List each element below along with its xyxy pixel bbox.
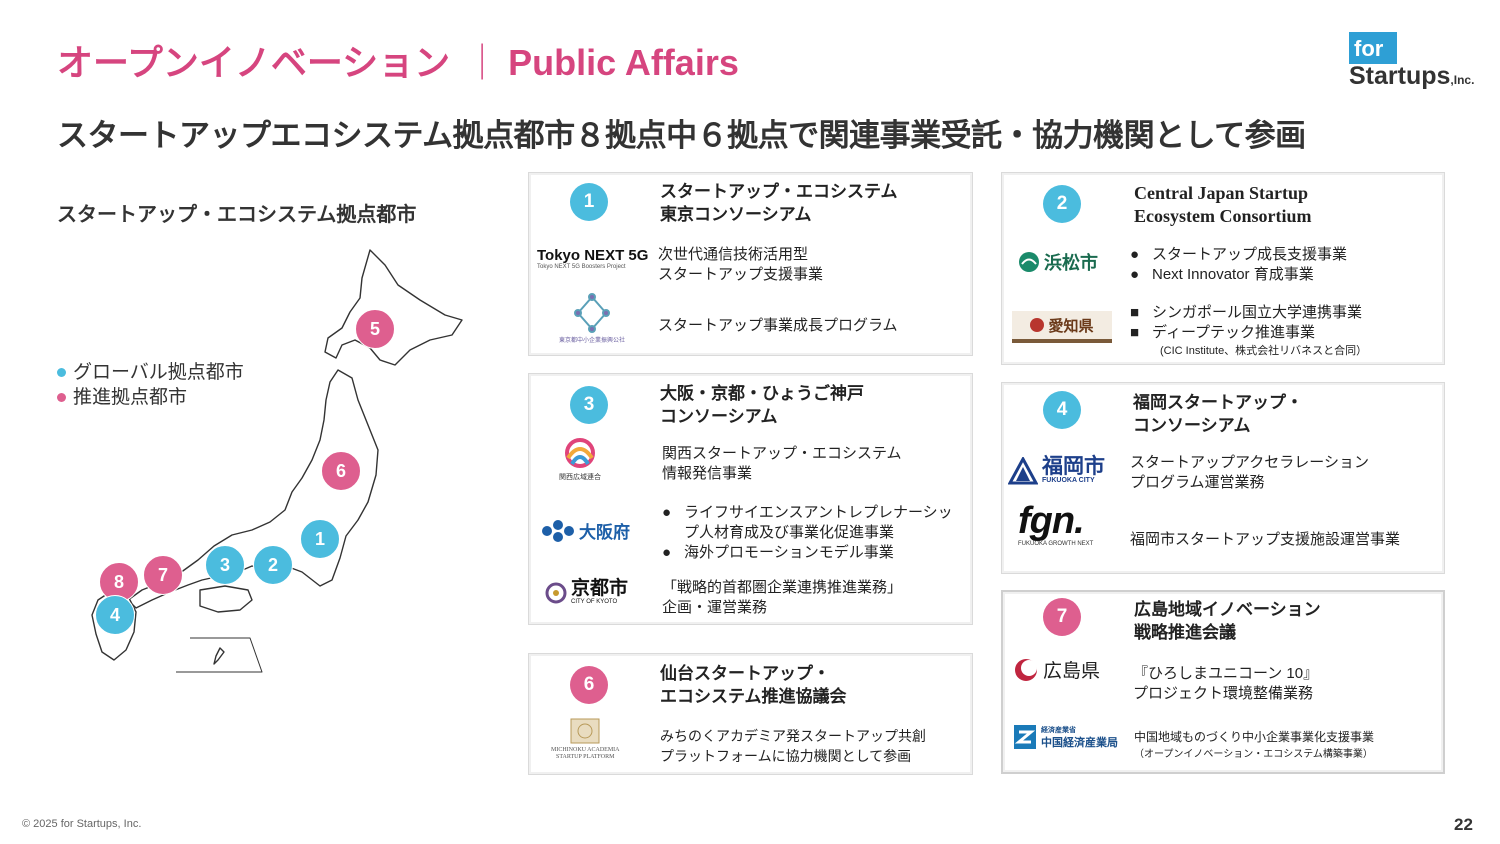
kansai-union-logo: 関西広域連合: [559, 436, 601, 482]
card-title: 福岡スタートアップ・コンソーシアム: [1133, 393, 1303, 435]
card-number: 2: [1043, 185, 1081, 223]
brand-logo-for: for: [1349, 32, 1397, 64]
card-sendai: 6 仙台スタートアップ・エコシステム推進協議会 MICHINOKU ACADEM…: [528, 653, 973, 775]
legend-promotion: 推進拠点都市: [57, 382, 187, 409]
tokyo-next5g-logo: Tokyo NEXT 5G Tokyo NEXT 5G Boosters Pro…: [537, 247, 649, 270]
org-bullets: ●ライフサイエンスアントレプレナーシッ プ人材育成及び事業化促進事業 ●海外プロ…: [662, 504, 953, 561]
map-pin-3: 3: [205, 545, 245, 585]
card-kansai: 3 大阪・京都・ひょうご神戸コンソーシアム 関西広域連合 関西スタートアップ・エ…: [528, 373, 973, 625]
org-desc: スタートアップ事業成長プログラム: [658, 317, 898, 334]
org-desc: 「戦略的首都圏企業連携推進業務」企画・運営業務: [662, 579, 903, 616]
aichi-pref-logo: 愛知県: [1012, 311, 1112, 343]
osaka-emblem-icon: [542, 519, 574, 542]
card-number: 3: [570, 386, 608, 424]
card-number: 1: [570, 183, 608, 221]
page-title: オープンイノベーション｜Public Affairs: [57, 42, 739, 83]
map-okinawa: [213, 647, 225, 665]
hamamatsu-emblem-icon: [1019, 252, 1039, 272]
michinoku-emblem-icon: [570, 718, 600, 744]
org-bullets: ●スタートアップ成長支援事業 ●Next Innovator 育成事業: [1130, 246, 1348, 283]
org-desc: 中国地域ものづくり中小企業事業化支援事業: [1134, 730, 1375, 744]
card-number: 6: [570, 666, 608, 704]
map-hokkaido: [324, 249, 463, 366]
card-title: 仙台スタートアップ・エコシステム推進協議会: [660, 664, 847, 706]
kansai-emblem-icon: [565, 438, 595, 468]
card-title: 大阪・京都・ひょうご神戸コンソーシアム: [660, 384, 864, 426]
legend-global: グローバル拠点都市: [57, 357, 244, 384]
card-hiroshima: 7 広島地域イノベーション戦略推進会議 広島県 『ひろしまユニコーン 10』プロ…: [1001, 590, 1445, 774]
org-desc: 関西スタートアップ・エコシステム情報発信事業: [662, 445, 902, 482]
michinoku-logo: MICHINOKU ACADEMIA STARTUP PLATFORM: [551, 716, 620, 760]
copyright: © 2025 for Startups, Inc.: [22, 818, 142, 830]
card-title: スタートアップ・エコシステム東京コンソーシアム: [660, 182, 898, 224]
title-en: Public Affairs: [508, 42, 739, 83]
hamamatsu-city-logo: 浜松市: [1018, 249, 1098, 275]
card-number: 7: [1043, 598, 1081, 636]
fukuoka-emblem-icon: [1008, 457, 1038, 485]
map-heading: スタートアップ・エコシステム拠点都市: [57, 204, 417, 226]
hiroshima-emblem-icon: [1015, 658, 1037, 681]
page-subtitle: スタートアップエコシステム拠点都市８拠点中６拠点で関連事業受託・協力機関として参…: [57, 118, 1306, 153]
map-pin-4: 4: [95, 595, 135, 635]
org-desc: 『ひろしまユニコーン 10』プロジェクト環境整備業務: [1133, 665, 1319, 702]
japan-map: [91, 249, 463, 673]
legend-dot-pink: [57, 393, 66, 403]
title-separator: ｜: [464, 42, 501, 83]
org-bullets: ■シンガポール国立大学連携事業 ■ディープテック推進事業: [1130, 304, 1363, 341]
aichi-emblem-icon: [1030, 318, 1045, 332]
brand-logo-startups: Startups,Inc.: [1349, 62, 1475, 90]
card-number: 4: [1043, 391, 1081, 429]
page-number: 22: [1454, 815, 1473, 834]
map-okinawa-inset: [176, 637, 263, 673]
map-shikoku: [199, 585, 253, 613]
org-desc: スタートアップアクセラレーションプログラム運営業務: [1130, 454, 1369, 491]
legend-dot-blue: [57, 368, 66, 378]
card-title: 広島地域イノベーション戦略推進会議: [1134, 600, 1321, 642]
map-pin-5: 5: [355, 309, 395, 349]
kyoto-emblem-icon: [545, 582, 567, 604]
map-pin-2: 2: [253, 545, 293, 585]
osaka-pref-logo: 大阪府: [541, 518, 630, 543]
hiroshima-pref-logo: 広島県: [1013, 656, 1100, 683]
map-pin-1: 1: [300, 519, 340, 559]
map-pin-6: 6: [321, 451, 361, 491]
network-icon: [574, 293, 610, 333]
org-note: (CIC Institute、株式会社リバネスと合同）: [1160, 345, 1368, 357]
fgn-logo: fgn. FUKUOKA GROWTH NEXT: [1018, 500, 1094, 547]
org-desc: 福岡市スタートアップ支援施設運営事業: [1130, 531, 1401, 548]
org-note: （オープンイノベーション・エコシステム構築事業）: [1134, 749, 1373, 760]
chugoku-meti-logo: 経済産業省中国経済産業局: [1013, 724, 1118, 750]
meti-emblem-icon: [1014, 725, 1036, 749]
org-desc: 次世代通信技術活用型スタートアップ支援事業: [658, 246, 824, 283]
tokyo-sme-logo: 東京都中小企業振興公社: [559, 293, 625, 344]
card-tokyo: 1 スタートアップ・エコシステム東京コンソーシアム Tokyo NEXT 5G …: [528, 172, 973, 356]
map-pin-7: 7: [143, 555, 183, 595]
org-desc: みちのくアカデミア発スタートアップ共創プラットフォームに協力機関として参画: [660, 728, 926, 764]
